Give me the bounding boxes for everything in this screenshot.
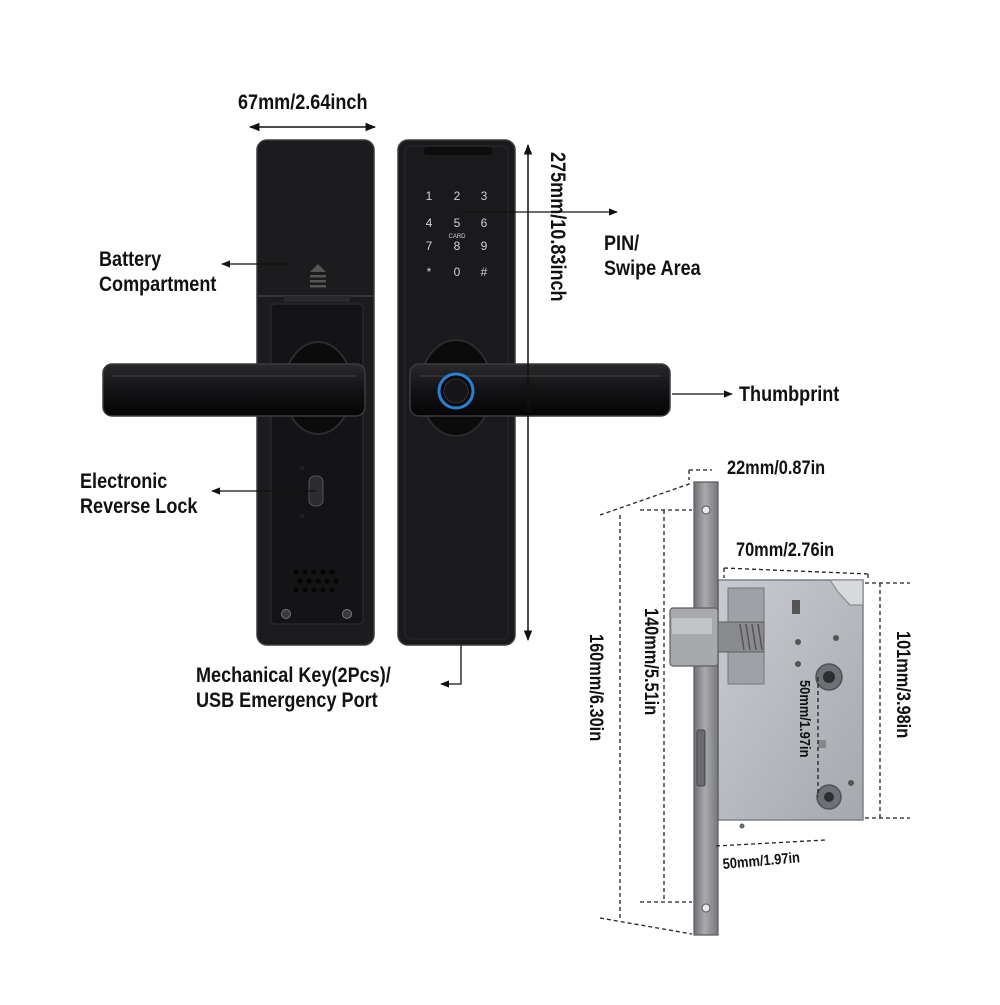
keypad-key-4[interactable]: 4 <box>426 216 433 230</box>
keypad-key-star[interactable]: * <box>427 265 432 279</box>
faceplate-inner-label: 140mm/5.51in <box>640 608 661 716</box>
mortise-depth-label: 70mm/2.76in <box>736 540 835 561</box>
thumbprint-label: Thumbprint <box>739 383 840 406</box>
mortise-offset-label: 22mm/0.87in <box>727 458 826 479</box>
screw-icon <box>281 609 352 619</box>
keypad-key-2[interactable]: 2 <box>454 189 461 203</box>
faceplate-outer-label: 160mm/6.30in <box>585 634 606 742</box>
battery-compartment-label: Battery Compartment <box>99 248 217 296</box>
card-label: CARD <box>448 234 466 240</box>
hole-spacing-label: 50mm/1.97in <box>796 680 813 758</box>
keypad-key-3[interactable]: 3 <box>481 189 488 203</box>
keypad-key-6[interactable]: 6 <box>481 216 488 230</box>
pin-swipe-area-label: PIN/ Swipe Area <box>604 232 701 280</box>
width-dimension-label: 67mm/2.64inch <box>238 91 368 114</box>
keypad-key-1[interactable]: 1 <box>426 189 433 203</box>
fingerprint-sensor-icon[interactable] <box>437 372 475 410</box>
mortise-faceplate <box>693 481 719 936</box>
interior-handle[interactable] <box>102 363 366 417</box>
electronic-reverse-lock-label: Electronic Reverse Lock <box>80 470 198 518</box>
mortise-dimension-lines <box>599 469 910 935</box>
keypad-key-5[interactable]: 5 <box>454 216 461 230</box>
keypad-key-9[interactable]: 9 <box>481 239 488 253</box>
keypad-key-8[interactable]: 8 <box>454 239 461 253</box>
keypad-key-7[interactable]: 7 <box>426 239 433 253</box>
height-dimension-label: 275mm/10.83inch <box>546 152 569 302</box>
keypad-key-0[interactable]: 0 <box>454 265 461 279</box>
key-port-leader-line <box>440 645 462 688</box>
svg-text:○: ○ <box>300 465 304 472</box>
mortise-latch-bolt <box>669 607 765 667</box>
mechanical-key-usb-label: Mechanical Key(2Pcs)/ USB Emergency Port <box>196 664 391 712</box>
keypad[interactable]: 1 2 3 4 5 6 7 8 9 * 0 # CARD <box>426 189 488 279</box>
keypad-key-hash[interactable]: # <box>481 265 488 279</box>
exterior-handle[interactable] <box>409 363 671 417</box>
speaker-grille-icon <box>293 569 339 593</box>
mortise-lock-body <box>717 579 864 829</box>
battery-eject-icon <box>310 264 326 288</box>
svg-text:○: ○ <box>300 513 304 520</box>
mortise-body-height-label: 101mm/3.98in <box>892 631 913 739</box>
